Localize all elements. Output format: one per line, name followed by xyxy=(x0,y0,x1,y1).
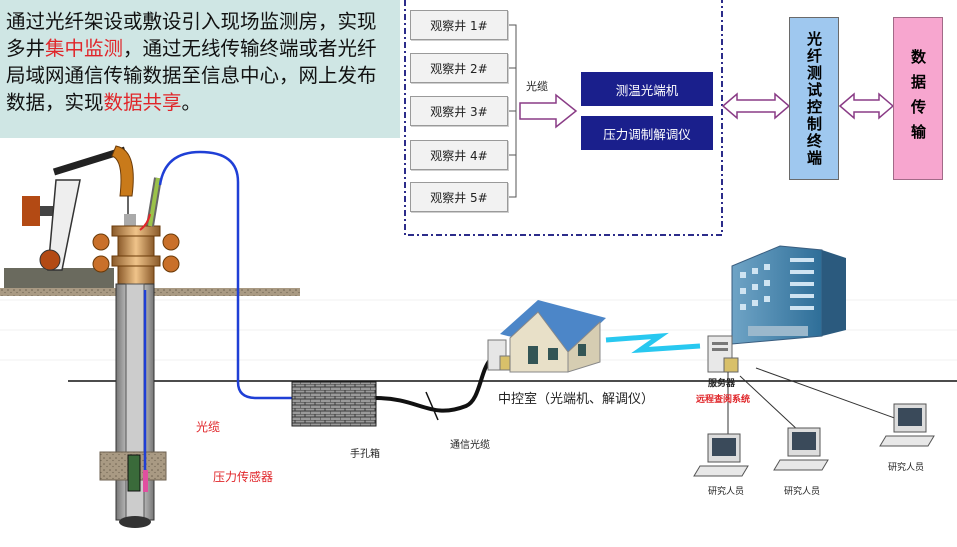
wellhead xyxy=(92,177,180,285)
observation-well-4[interactable]: 观察井 4# xyxy=(410,140,508,170)
pumpjack xyxy=(4,145,134,288)
server-icon xyxy=(707,335,739,373)
description-highlight-1: 集中监测 xyxy=(45,37,124,60)
monitoring-room-boundary xyxy=(404,0,723,236)
researcher-label-1: 研究人员 xyxy=(708,487,745,497)
well-cable-label: 光缆 xyxy=(196,420,221,434)
control-room-label: 中控室（光端机、解调仪） xyxy=(498,392,655,407)
data-transfer-label: 数据传输 xyxy=(909,48,927,149)
network-lines xyxy=(727,367,901,440)
remote-system-label: 远程查阅系统 xyxy=(696,395,751,405)
researcher-computer-1 xyxy=(693,433,749,477)
researcher-label-3: 研究人员 xyxy=(888,463,925,473)
double-arrow-units-terminal xyxy=(721,92,791,120)
pressure-sensor-probe xyxy=(143,470,148,492)
description-text-3: 。 xyxy=(181,91,202,114)
observation-well-2[interactable]: 观察井 2# xyxy=(410,53,508,83)
wells-bracket xyxy=(508,24,517,198)
junction-box-label: 手孔箱 xyxy=(350,449,380,460)
comm-cable-label: 通信光缆 xyxy=(450,440,490,451)
comm-cable xyxy=(375,358,492,413)
description-highlight-2: 数据共享 xyxy=(103,91,182,114)
researcher-label-2: 研究人员 xyxy=(784,487,821,497)
description-panel: 通过光纤架设或敷设引入现场监测房，实现多井集中监测，通过无线传输终端或者光纤局域… xyxy=(0,0,400,138)
pressure-unit-box: 压力调制解调仪 xyxy=(581,116,713,150)
wireless-link xyxy=(605,332,701,354)
arrow-to-units xyxy=(519,93,578,129)
observation-well-3[interactable]: 观察井 3# xyxy=(410,96,508,126)
control-room-house xyxy=(487,300,606,373)
cable-label-top: 光缆 xyxy=(526,80,548,93)
server-label: 服务器 xyxy=(708,379,736,389)
researcher-computer-2 xyxy=(773,427,829,471)
pressure-sensor-label: 压力传感器 xyxy=(213,470,274,484)
double-arrow-terminal-transfer xyxy=(838,92,895,120)
test-terminal-box: 光纤测试控制终端 xyxy=(789,17,839,180)
observation-well-1[interactable]: 观察井 1# xyxy=(410,10,508,40)
test-terminal-label: 光纤测试控制终端 xyxy=(805,30,823,167)
observation-well-5[interactable]: 观察井 5# xyxy=(410,182,508,212)
comm-cable-mark xyxy=(425,391,439,421)
temperature-unit-box: 测温光端机 xyxy=(581,72,713,106)
fiber-cable xyxy=(143,150,292,470)
well-bottom xyxy=(119,516,151,528)
researcher-computer-3 xyxy=(879,403,935,447)
description-text-1: 通过光纤架设或敷设引入现场监测房，实现多井 xyxy=(6,10,377,60)
office-building xyxy=(731,245,846,345)
description-text-2: ，通过无线传输终端或者光纤局域网通信传输数据至信息中心，网上发布数据，实现 xyxy=(6,37,377,114)
junction-box xyxy=(291,381,377,427)
data-transfer-box: 数据传输 xyxy=(893,17,943,180)
gauge-tool xyxy=(127,454,141,492)
